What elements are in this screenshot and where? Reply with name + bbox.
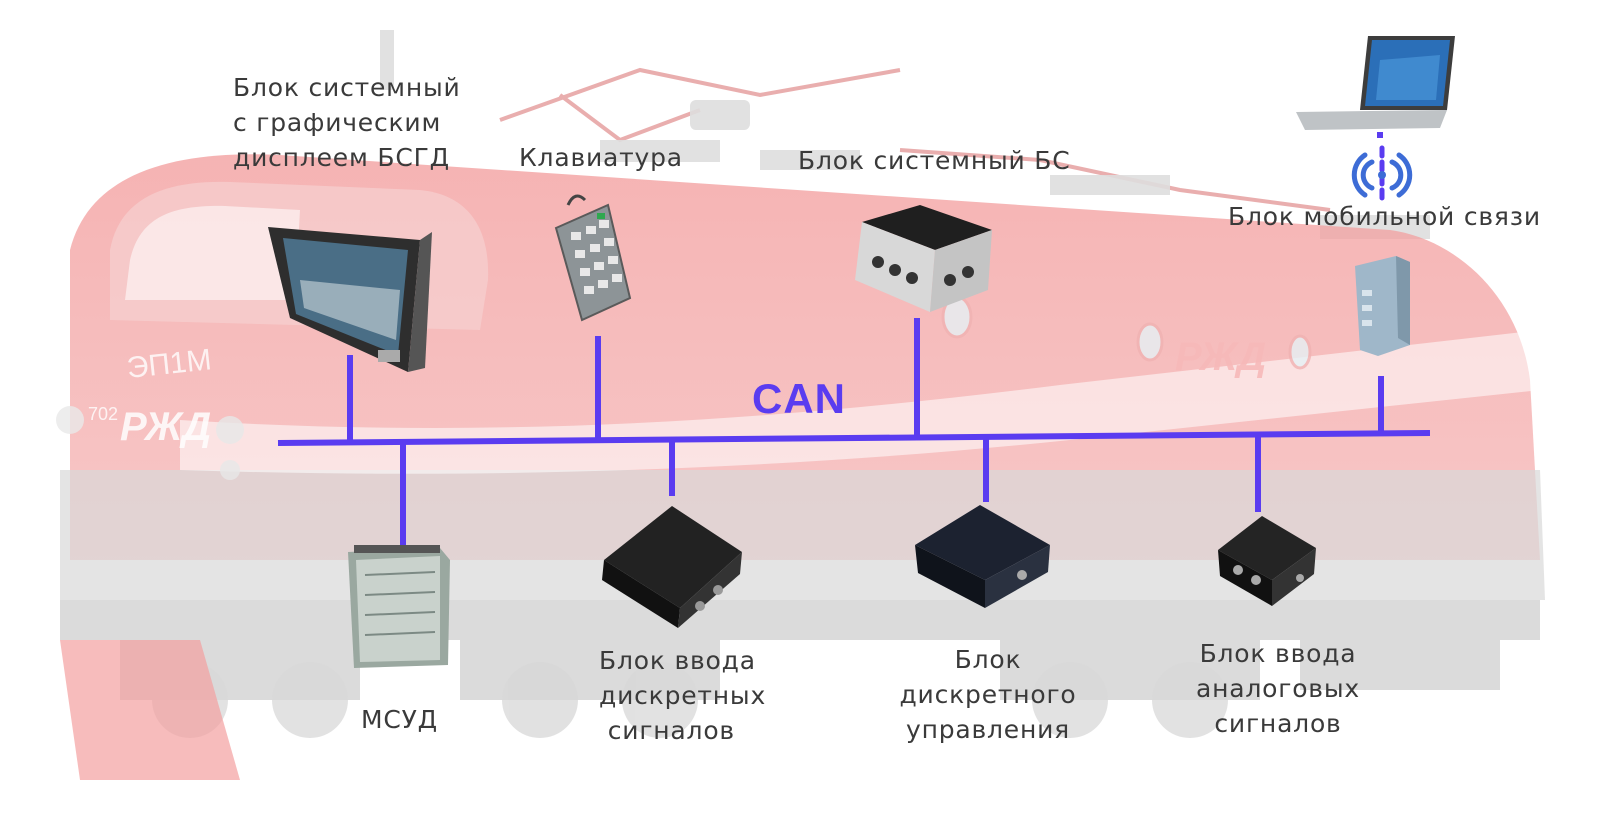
discrete-input-label: Блок ввода дискретных сигналов: [599, 646, 767, 745]
display-unit-icon: [268, 227, 432, 372]
discrete-control-label: Блок дискретного управления: [899, 645, 1077, 744]
discrete-input-box-icon: [602, 506, 742, 628]
discrete-control-box-icon: [915, 505, 1050, 608]
keypad-icon: [554, 194, 632, 322]
wireless-signal-icon: [1351, 145, 1413, 203]
rzd-logo-side: РЖД: [1175, 335, 1266, 379]
bs-label: Блок системный БС: [798, 146, 1071, 175]
rzd-logo-front: РЖД: [120, 405, 211, 449]
control-cabinet-icon: [348, 545, 450, 668]
analog-input-box-icon: [1218, 516, 1316, 606]
laptop-icon: [1296, 36, 1455, 138]
analog-input-label: Блок ввода аналоговых сигналов: [1196, 639, 1360, 738]
mobile-label: Блок мобильной связи: [1228, 202, 1541, 231]
can-bus: [277, 318, 1431, 545]
keyboard-label: Клавиатура: [519, 143, 683, 172]
bsgd-label: Блок системный с графическим дисплеем БС…: [233, 73, 461, 172]
can-bus-label: CAN: [752, 375, 846, 422]
locomotive-number-text: 702: [88, 404, 118, 424]
mobile-comm-unit-icon: [1355, 256, 1410, 356]
msud-label: МСУД: [361, 705, 438, 734]
can-bus-trunk: [277, 430, 1431, 446]
system-unit-icon: [855, 205, 992, 312]
